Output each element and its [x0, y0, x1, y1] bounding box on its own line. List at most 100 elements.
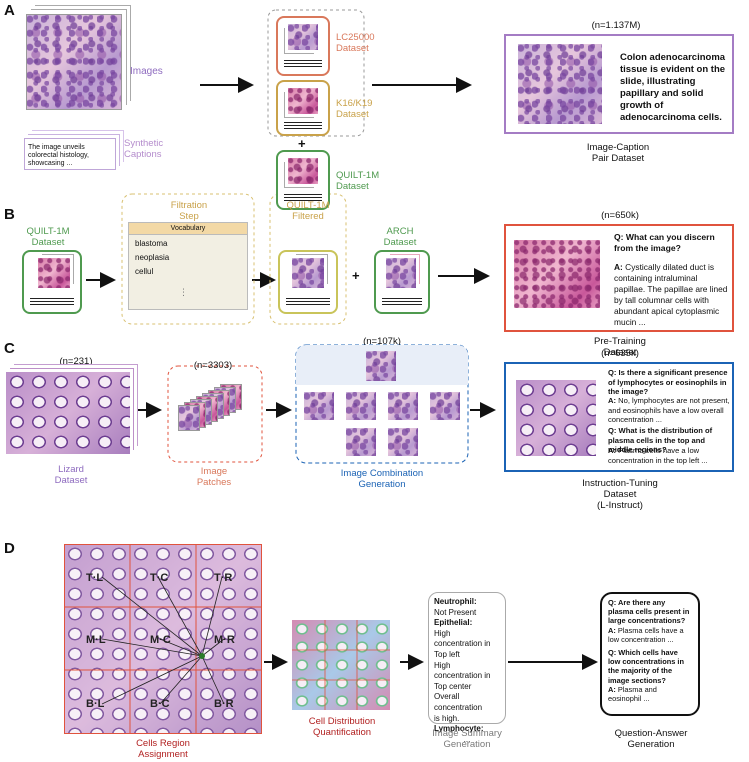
lizard-label: Lizard Dataset — [54, 464, 88, 486]
answer-text: Plasma cells have a low concentration in… — [608, 446, 708, 465]
output-b-label: Pre-Training Dataset — [594, 336, 646, 358]
combination-label: Image Combination Generation — [340, 468, 424, 490]
patch-stack — [176, 384, 242, 431]
dashed-combination — [295, 344, 469, 464]
output-c-q2: Q: What is the distribution of plasma ce… — [608, 426, 713, 454]
summary-line: High concentration in — [434, 628, 491, 649]
output-c-box: Q: Is there a significant presence of ly… — [504, 362, 734, 472]
output-b-image — [514, 240, 600, 308]
output-a-image — [518, 44, 602, 124]
quilt-a-card — [276, 150, 330, 210]
summary-line: High concentration in — [434, 660, 491, 681]
region-br: B·R — [214, 698, 234, 710]
qa-a2: A: Plasma and eosinophil ... — [608, 685, 692, 703]
summary-line: Top left — [434, 649, 460, 659]
output-a-caption: Colon adenocarcinoma tissue is evident o… — [620, 52, 726, 123]
cell-marker — [199, 653, 205, 659]
answer-prefix: A: — [608, 625, 616, 635]
combination-tile — [430, 392, 460, 420]
qa-box: Q: Are there any plasma cells present in… — [600, 592, 700, 716]
region-tc: T·C — [150, 572, 169, 584]
dashed-filtered — [269, 193, 347, 325]
patches-label: Image Patches — [196, 466, 232, 488]
k16-lines — [284, 122, 322, 129]
summary-label: Image Summary Generation — [432, 728, 502, 750]
lc25000-lines — [284, 60, 322, 67]
output-b-answer: A: Cystically dilated duct is containing… — [614, 262, 730, 328]
answer-text: Plasma and eosinophil ... — [608, 684, 657, 704]
answer-text: Cystically dilated duct is containing in… — [614, 262, 728, 327]
plus-b: + — [352, 268, 360, 283]
qa-q1: Q: Are there any plasma cells present in… — [608, 598, 690, 626]
vocab-more: ⋮ — [179, 287, 188, 297]
answer-text: No, lymphocytes are not present, and eos… — [608, 396, 730, 424]
filtered-lines — [286, 298, 330, 305]
filtered-image — [292, 258, 324, 288]
output-a-box: Colon adenocarcinoma tissue is evident o… — [504, 34, 734, 134]
qa-q2: Q: Which cells have low concentrations i… — [608, 648, 684, 685]
images-label: Images — [130, 66, 163, 77]
filtered-label: QUILT-1M Filtered — [286, 200, 330, 222]
summary-line: ... — [463, 734, 471, 744]
filtered-card — [278, 250, 338, 314]
lizard-image-stack — [6, 372, 130, 454]
count-a: (n=1.137M) — [591, 20, 641, 31]
summary-box: Neutrophil: Not Present Epithelial: High… — [428, 592, 506, 744]
count-patches: (n=3303) — [193, 360, 233, 371]
cell-distribution-image — [292, 620, 390, 710]
k16-image — [288, 88, 318, 114]
panel-b-letter: B — [4, 206, 15, 223]
lc25000-image — [288, 24, 318, 50]
output-c-label: Instruction-Tuning Dataset (L-Instruct) — [582, 478, 658, 511]
filtration-label: Filtration Step — [170, 200, 208, 222]
summary-line: Overall concentration — [434, 692, 483, 712]
quilt-a-lines — [284, 194, 322, 201]
images-stack — [26, 14, 122, 110]
lc25000-label: LC25000 Dataset — [336, 32, 375, 54]
quilt-b-image — [38, 258, 70, 288]
region-spokes — [101, 576, 225, 705]
arch-image — [386, 258, 416, 288]
answer-prefix: A: — [608, 446, 617, 455]
lc25000-card — [276, 16, 330, 76]
output-c-q1: Q: Is there a significant presence of ly… — [608, 368, 728, 396]
panel-d-letter: D — [4, 540, 15, 557]
output-b-box: Q: What can you discern from the image? … — [504, 224, 734, 332]
vocabulary-list: blastoma neoplasia cellul — [129, 235, 247, 281]
output-c-image — [516, 380, 596, 456]
region-tr: T·R — [214, 572, 233, 584]
answer-prefix: A: — [614, 262, 623, 272]
cell-dist-label: Cell Distribution Quantification — [308, 716, 376, 738]
arch-card — [374, 250, 430, 314]
output-c-a1: A: No, lymphocytes are not present, and … — [608, 396, 730, 425]
output-b-question: Q: What can you discern from the image? — [614, 232, 715, 253]
patch — [178, 405, 200, 431]
output-c-a2: A: Plasma cells have a low concentration… — [608, 446, 730, 465]
quilt-a-label: QUILT-1M Dataset — [336, 170, 380, 192]
region-ml: M·L — [86, 634, 106, 646]
region-bc: B·C — [150, 698, 170, 710]
output-a-label: Image-Caption Pair Dataset — [586, 142, 650, 164]
quilt-a-image — [288, 158, 318, 184]
region-bl: B·L — [86, 698, 105, 710]
arch-lines — [382, 298, 422, 305]
answer-text: Plasma cells have a low concentration ..… — [608, 625, 684, 644]
summary-line: Epithelial: — [434, 618, 473, 628]
qa-a1: A: Plasma cells have a low concentration… — [608, 626, 692, 644]
combination-tile — [346, 392, 376, 420]
arch-label: ARCH Dataset — [383, 226, 417, 248]
combination-tile — [304, 392, 334, 420]
k16-card — [276, 80, 330, 136]
panel-c-letter: C — [4, 340, 15, 357]
synthetic-label: Synthetic Captions — [124, 138, 164, 160]
answer-prefix: A: — [608, 396, 617, 405]
region-tl: T·L — [86, 572, 104, 584]
combination-tile — [346, 428, 376, 456]
synthetic-caption-card: The image unveils colorectal histology, … — [24, 138, 116, 170]
k16-label: K16/K19 Dataset — [336, 98, 373, 120]
plus-a: + — [298, 136, 306, 151]
region-mr: M·R — [214, 634, 235, 646]
vocabulary-header: Vocabulary — [129, 223, 247, 235]
summary-line: is high. — [434, 713, 460, 723]
